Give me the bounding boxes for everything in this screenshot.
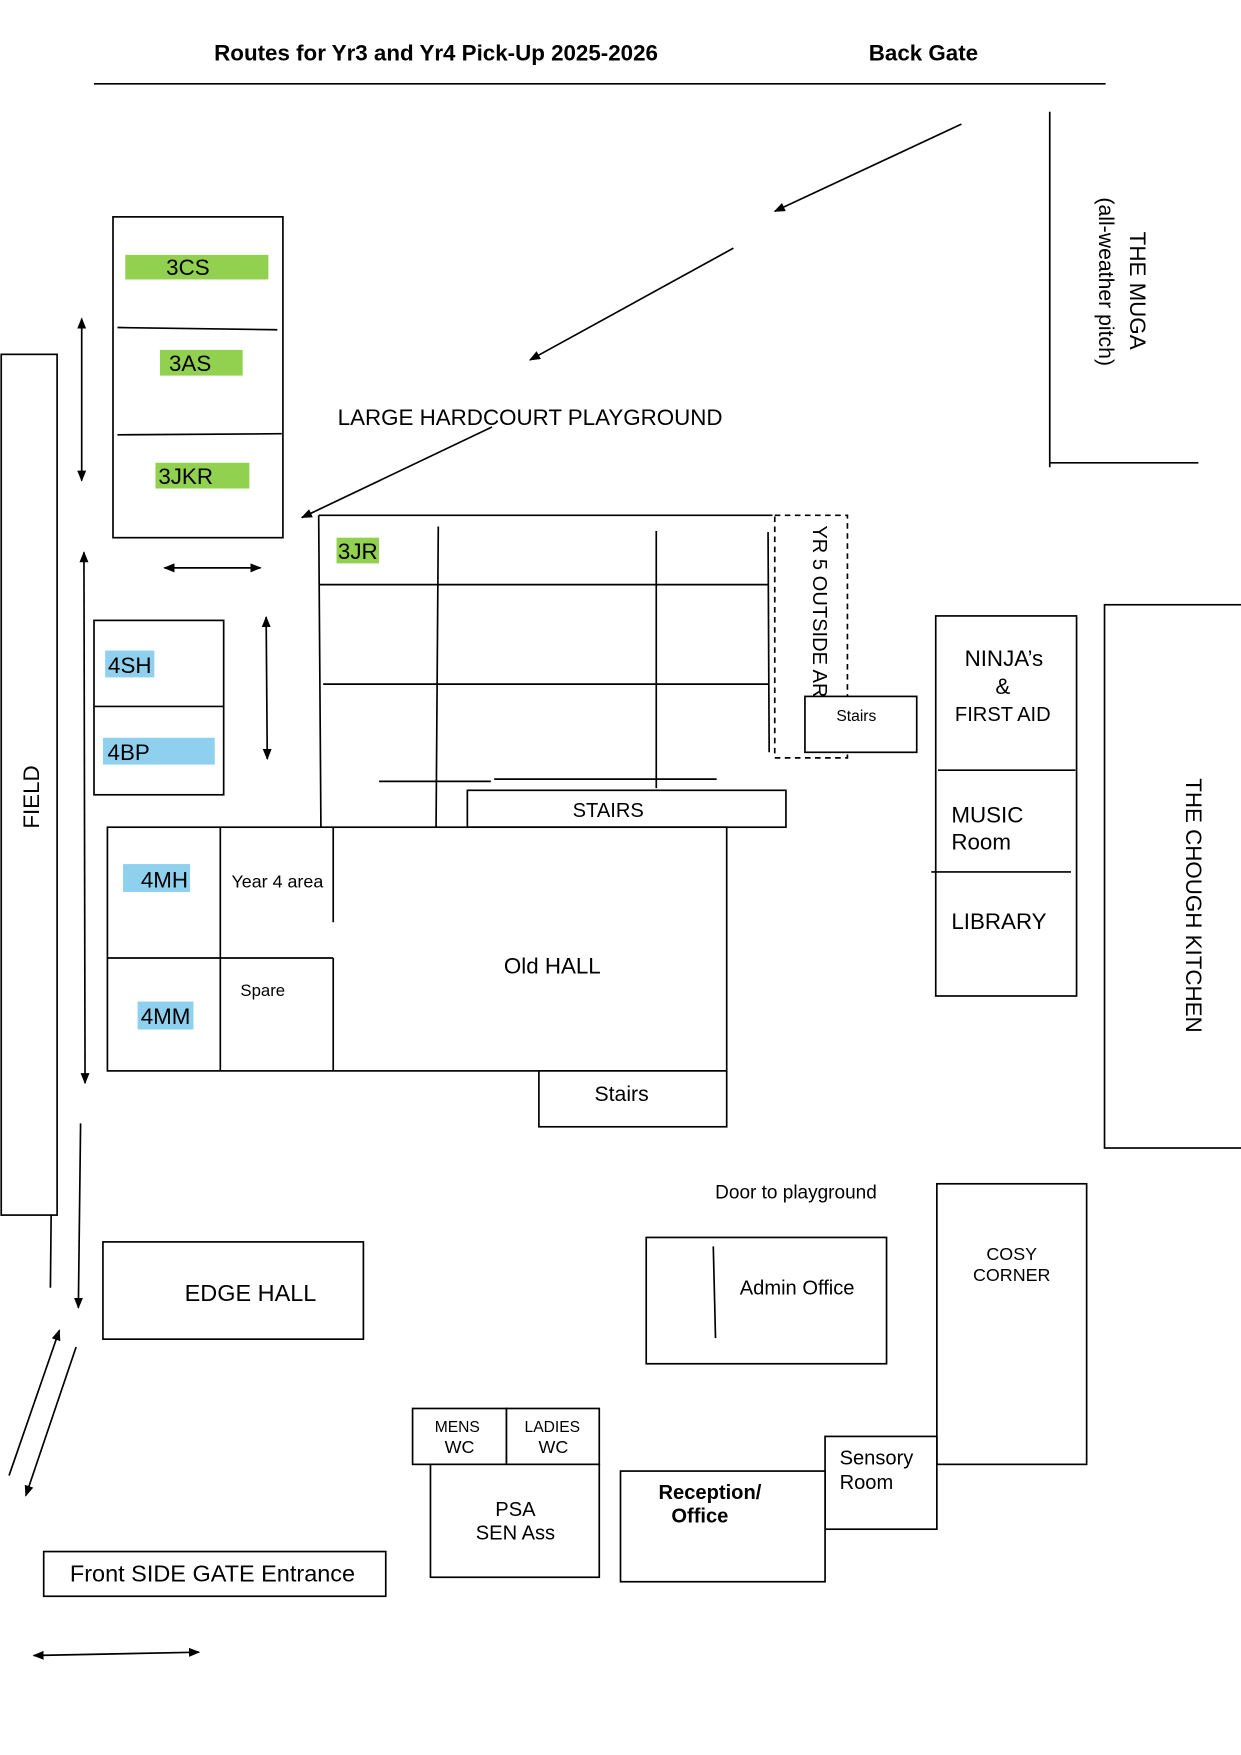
- music-room-label: Room: [951, 830, 1011, 855]
- music-label: MUSIC: [951, 803, 1023, 828]
- stairs-main-label: STAIRS: [573, 800, 644, 822]
- office-label: Office: [671, 1505, 728, 1527]
- sen-label: SEN Ass: [476, 1522, 555, 1544]
- field-label: FIELD: [19, 765, 44, 828]
- admin-office: [645, 1236, 888, 1365]
- route-arrow: [773, 123, 962, 213]
- yr5-outside-area: [773, 514, 849, 759]
- field-area: [0, 353, 58, 1216]
- ninja-label: NINJA’s: [965, 646, 1044, 671]
- chough-kitchen: [1103, 603, 1241, 1149]
- muga-sub-label: (all-weather pitch): [1094, 197, 1117, 366]
- year4-block-upper: 4SH 4BP: [93, 619, 225, 796]
- page-title: Routes for Yr3 and Yr4 Pick-Up 2025-2026: [214, 40, 658, 65]
- stairs-hall-label: Stairs: [594, 1083, 648, 1106]
- route-arrow: [528, 247, 734, 361]
- first-aid-label: FIRST AID: [955, 704, 1051, 726]
- route-arrow: [8, 1329, 61, 1476]
- ladies-label: LADIES: [525, 1419, 581, 1436]
- stairs-small: [804, 695, 918, 754]
- library-label: LIBRARY: [951, 909, 1046, 934]
- muga-label: THE MUGA: [1125, 232, 1150, 350]
- route-arrows: [8, 123, 962, 1660]
- class-4sh: 4SH: [108, 653, 151, 678]
- admin-office-label: Admin Office: [740, 1277, 855, 1299]
- corner-label: CORNER: [973, 1265, 1051, 1285]
- reception-office: [619, 1470, 826, 1583]
- cosy-corner: [936, 1182, 1088, 1466]
- chough-label: THE CHOUGH KITCHEN: [1181, 778, 1206, 1032]
- front-gate: [42, 1550, 387, 1598]
- sensory-room-label: Room: [840, 1472, 894, 1494]
- yr5-label: YR 5 OUTSIDE AREA: [808, 525, 830, 725]
- stairs-small-label: Stairs: [836, 708, 876, 725]
- class-4bp: 4BP: [108, 740, 150, 765]
- sensory-label: Sensory: [840, 1447, 915, 1469]
- ladies-wc-label: WC: [539, 1437, 569, 1457]
- route-arrow: [24, 1346, 77, 1497]
- route-arrow: [261, 615, 272, 761]
- back-gate-label: Back Gate: [869, 40, 978, 65]
- class-4mm: 4MM: [141, 1004, 191, 1029]
- hall-block: 4MH 4MM Year 4 area Spare Old HALL: [106, 826, 728, 1072]
- edge-hall-label: EDGE HALL: [185, 1280, 317, 1306]
- cosy-label: COSY: [986, 1244, 1037, 1264]
- ninja-music-library-block: NINJA’s & FIRST AID MUSIC Room LIBRARY: [931, 615, 1078, 997]
- psa-label: PSA: [495, 1499, 536, 1521]
- front-gate-label: Front SIDE GATE Entrance: [70, 1561, 355, 1587]
- reception-label: Reception/: [659, 1482, 762, 1504]
- class-4mh: 4MH: [141, 868, 188, 893]
- mens-wc: [411, 1407, 508, 1466]
- old-hall-label: Old HALL: [504, 954, 601, 979]
- edge-hall: [102, 1241, 365, 1341]
- mens-wc-label: WC: [445, 1437, 475, 1457]
- playground-label: LARGE HARDCOURT PLAYGROUND: [338, 405, 723, 430]
- door-label: Door to playground: [715, 1182, 877, 1203]
- sensory-room: [824, 1435, 938, 1531]
- route-arrow: [300, 426, 493, 519]
- mens-label: MENS: [435, 1419, 480, 1436]
- year3-block: 3CS 3AS 3JKR: [112, 216, 284, 539]
- route-arrow: [32, 1647, 201, 1660]
- route-arrow: [79, 551, 90, 1085]
- stairs-main: [466, 789, 787, 829]
- class-3cs: 3CS: [166, 255, 209, 280]
- psa-room: [429, 1463, 601, 1579]
- class-3jkr: 3JKR: [158, 464, 213, 489]
- route-arrow: [74, 1123, 83, 1309]
- ninja-amp: &: [995, 674, 1010, 699]
- year4-area-label: Year 4 area: [231, 872, 323, 892]
- muga-area: THE MUGA (all-weather pitch): [1048, 111, 1199, 468]
- class-3jr: 3JR: [338, 539, 378, 564]
- stairs-hall: [538, 1070, 728, 1128]
- spare-label: Spare: [240, 981, 285, 1000]
- class-3as: 3AS: [169, 351, 211, 376]
- year3-jr-block: 3JR: [317, 514, 773, 828]
